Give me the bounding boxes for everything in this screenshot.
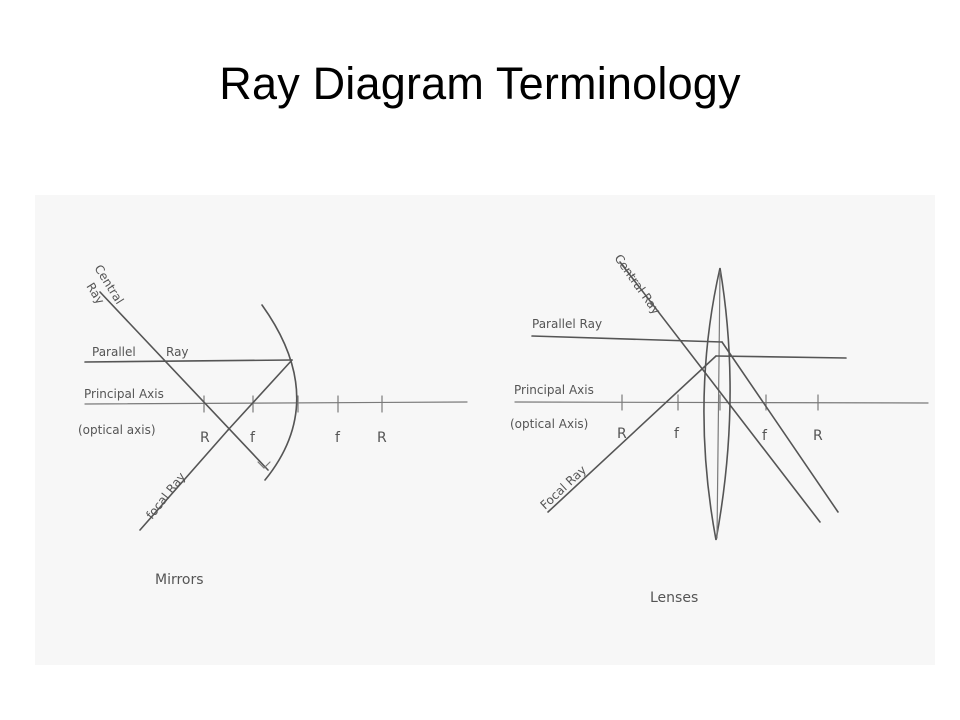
mirror-label-R-right: R	[377, 430, 387, 446]
mirror-principal-axis-line	[84, 401, 468, 405]
mirror-central-ray	[99, 291, 269, 471]
lens-center-line	[716, 271, 721, 539]
mirror-label-f-right: f	[335, 430, 341, 446]
concave-mirror	[261, 304, 298, 481]
mirror-right-angle-mark	[257, 461, 271, 469]
lens-parallel-ray-in	[531, 335, 723, 343]
mirror-label-focal-ray: focal Ray	[143, 470, 188, 522]
slide-title: Ray Diagram Terminology	[219, 58, 741, 109]
lens-label-f-right: f	[762, 428, 768, 444]
mirror-label-R-left: R	[200, 430, 210, 446]
lens-label-focal-ray: Focal Ray	[537, 463, 589, 512]
lens-label-R-right: R	[813, 428, 823, 444]
lens-diagram: Central Ray Parallel Ray Principal Axis …	[510, 252, 929, 606]
mirror-label-parallel: Parallel	[92, 345, 136, 359]
lens-principal-axis-line	[514, 401, 929, 404]
lens-label-principal-axis: Principal Axis	[514, 383, 594, 397]
lens-label-R-left: R	[617, 426, 627, 442]
mirror-reflected-ray	[227, 359, 293, 431]
lens-label-f-left: f	[674, 426, 680, 442]
lens-parallel-ray-out	[721, 341, 839, 513]
mirror-caption: Mirrors	[155, 572, 204, 588]
lens-label-parallel-ray: Parallel Ray	[532, 317, 602, 331]
sketch-paper	[35, 195, 935, 665]
mirror-diagram: Central Ray Parallel Ray Principal Axis …	[78, 262, 468, 588]
mirror-parallel-ray	[84, 359, 293, 363]
lens-focal-ray-out	[715, 355, 847, 359]
lens-label-optical-axis: (optical Axis)	[510, 417, 588, 431]
mirror-label-parallel-ray: Ray	[166, 345, 189, 359]
lens-focal-ray-in	[547, 355, 717, 513]
mirror-focal-ray	[139, 429, 229, 531]
mirror-label-optical-axis: (optical axis)	[78, 423, 156, 437]
mirror-label-principal-axis: Principal Axis	[84, 387, 164, 401]
lens-central-ray	[619, 261, 821, 523]
mirror-label-f-left: f	[250, 430, 256, 446]
lens-caption: Lenses	[650, 590, 698, 606]
lens-label-central-ray: Central Ray	[612, 252, 664, 317]
